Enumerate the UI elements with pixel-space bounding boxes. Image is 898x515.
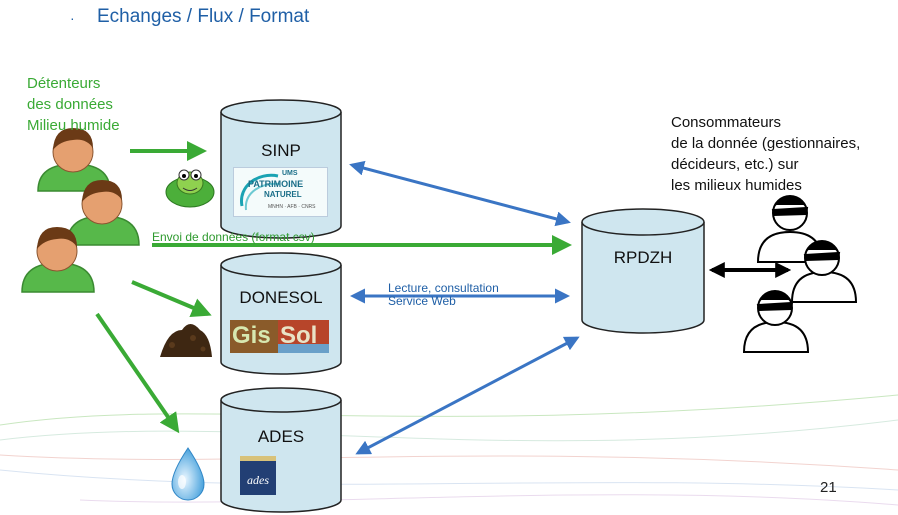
arrow-sinp-rpdzh xyxy=(349,160,571,227)
donesol-label: DONESOL xyxy=(239,288,323,307)
rpdzh-cylinder xyxy=(581,208,705,334)
gissol-red-block xyxy=(278,320,329,344)
consumers-line: les milieux humides xyxy=(671,177,802,194)
consumers-line: Consommateurs xyxy=(671,114,782,131)
background-swoosh xyxy=(0,394,898,506)
consumers-line: de la donnée (gestionnaires, xyxy=(671,135,861,152)
donesol-cylinder xyxy=(220,252,342,375)
holders-line: Détenteurs xyxy=(27,75,101,92)
logo-naturel: NATUREL xyxy=(264,190,302,199)
consumers-label: Consommateurs de la donnée (gestionnaire… xyxy=(671,112,860,196)
person-icon xyxy=(21,227,95,293)
page-number: 21 xyxy=(820,479,837,496)
ades-cylinder xyxy=(220,387,342,513)
gissol-blue-block xyxy=(278,344,329,353)
lecture-line: Lecture, consultation xyxy=(388,281,499,295)
arrow-to-water xyxy=(95,312,180,434)
envoi-label: Envoi de données (format csv) xyxy=(152,230,315,244)
holders-line: Milieu humide xyxy=(27,117,120,134)
holders-line: des données xyxy=(27,96,113,113)
frog-icon xyxy=(165,169,215,208)
consumers-line: décideurs, etc.) sur xyxy=(671,156,799,173)
sinp-label: SINP xyxy=(261,141,301,160)
gissol-brown-block xyxy=(230,320,278,353)
lecture-label: Lecture, consultation Service Web xyxy=(388,282,499,308)
title-bullet: · xyxy=(70,10,75,26)
gissol-sol-text: Sol xyxy=(280,322,318,349)
consumer-icon xyxy=(790,240,858,303)
water-drop-icon xyxy=(171,447,205,501)
logo-ums: UMS xyxy=(282,170,298,177)
ums-patrimoine-naturel-logo: UMS PATRIMOINE NATUREL MNHN · AFB · CNRS xyxy=(233,167,328,217)
logo-swirl xyxy=(240,173,281,211)
gissol-gis-text: Gis xyxy=(232,322,271,349)
ades-logo: ades xyxy=(240,456,276,495)
blue-arrows xyxy=(349,160,580,455)
page-title: Echanges / Flux / Format xyxy=(97,6,310,27)
green-arrows xyxy=(95,141,572,434)
ades-logo-text: ades xyxy=(247,473,269,487)
consumer-icon xyxy=(742,290,810,353)
lecture-line: Service Web xyxy=(388,294,456,308)
arrow-to-donesol xyxy=(131,280,212,318)
arrow-ades-rpdzh xyxy=(355,336,580,455)
logo-patrimoine: PATRIMOINE xyxy=(248,179,304,189)
gissol-logo: Gis Sol xyxy=(230,320,329,353)
ades-label: ADES xyxy=(257,427,305,446)
person-icon xyxy=(66,180,140,246)
data-holders-label: Détenteurs des données Milieu humide xyxy=(27,73,120,136)
soil-icon xyxy=(160,324,212,357)
rpdzh-label: RPDZH xyxy=(613,248,673,267)
logo-partners: MNHN · AFB · CNRS xyxy=(268,204,316,210)
